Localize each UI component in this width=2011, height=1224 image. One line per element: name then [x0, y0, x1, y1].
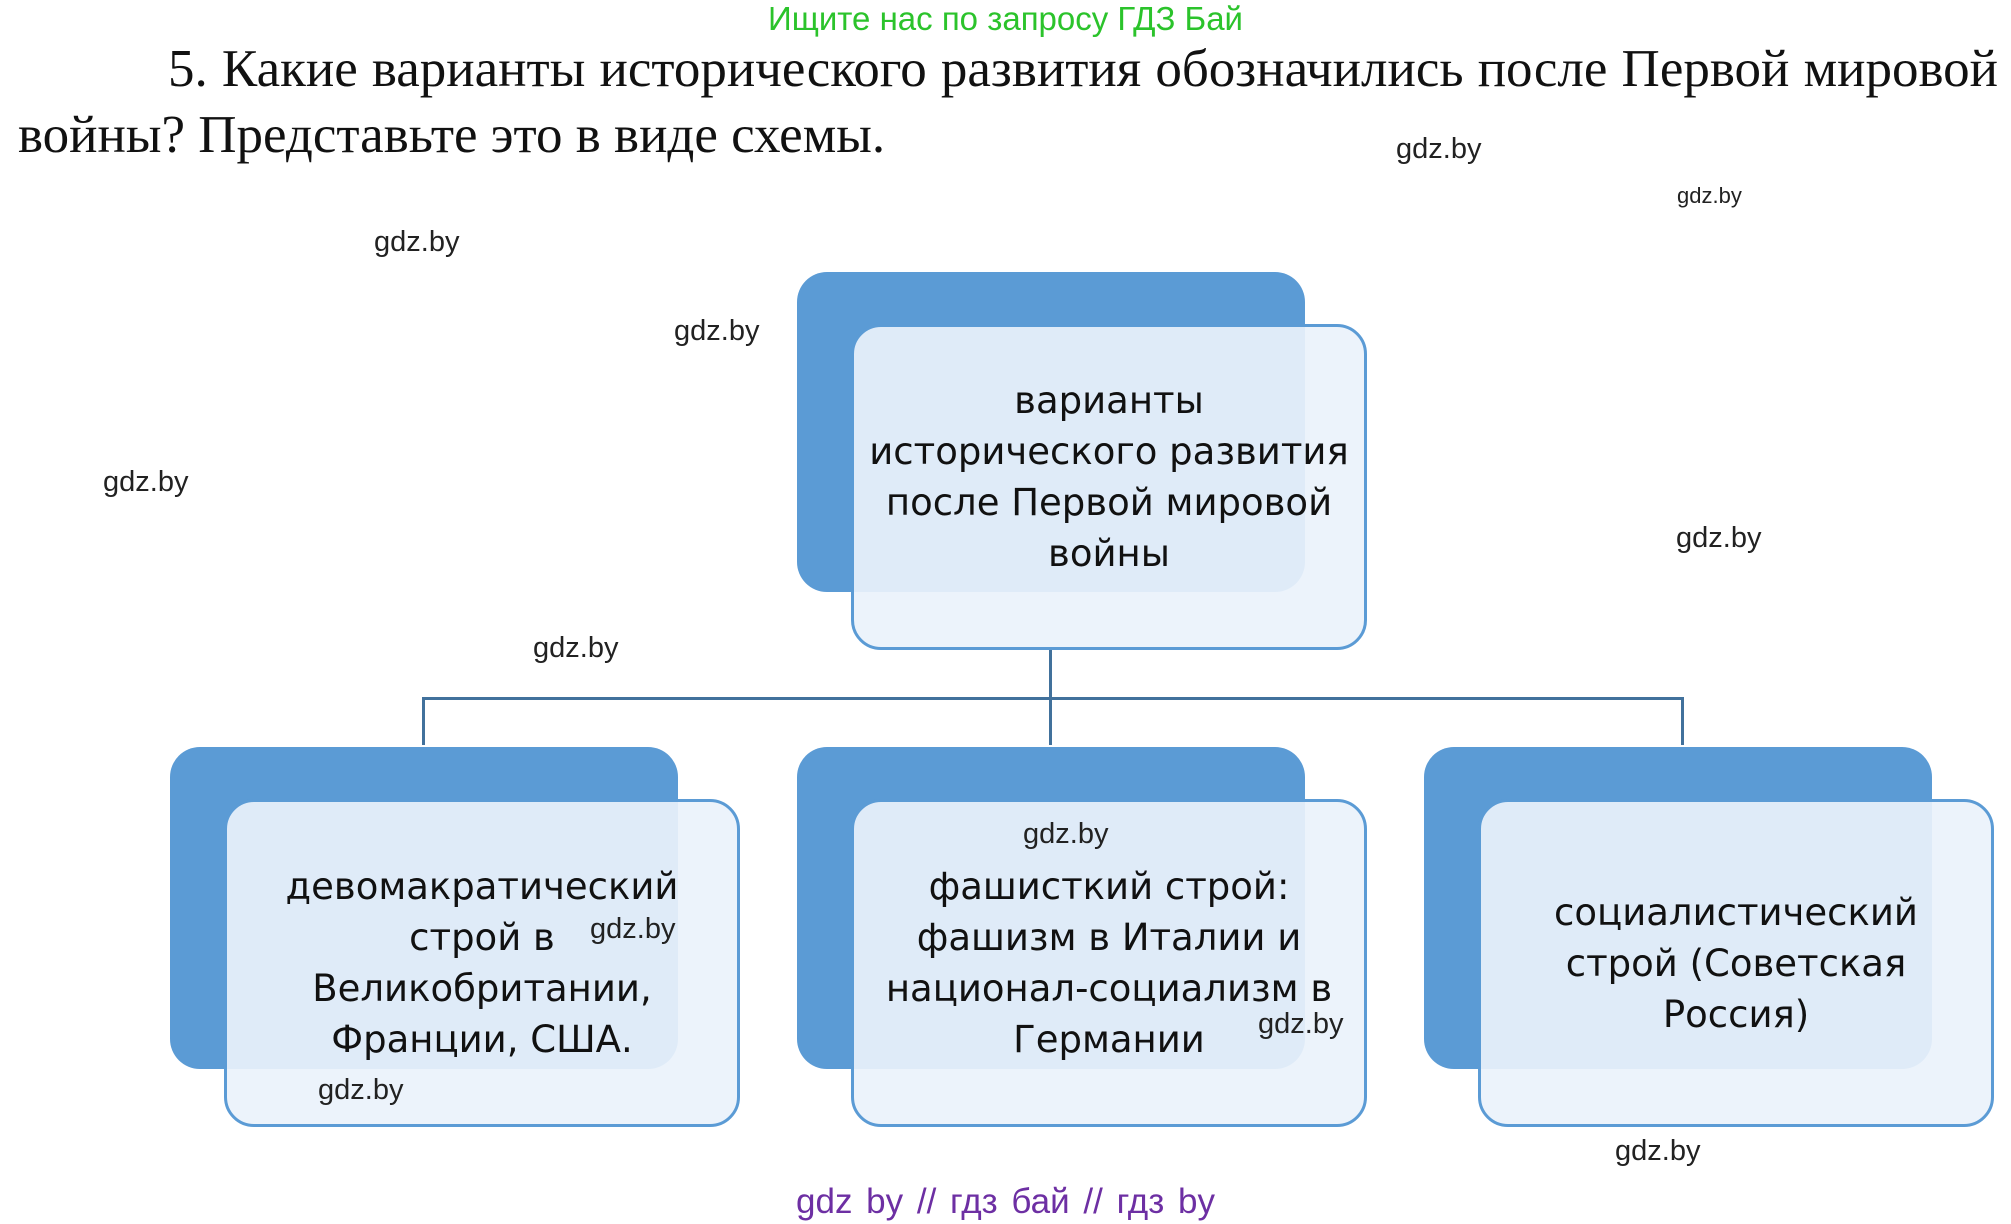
watermark: gdz.by [1023, 818, 1109, 850]
connector-left-down [422, 697, 425, 745]
watermark: gdz.by [590, 913, 676, 945]
watermark: gdz.by [674, 315, 760, 347]
watermark: gdz.by [1258, 1008, 1344, 1040]
child-box-text-2: фашисткий строй: фашизм в Италии и нацио… [885, 865, 1333, 1061]
watermark: gdz.by [1677, 183, 1742, 208]
question-text: 5. Какие варианты исторического развития… [18, 40, 1998, 164]
watermark: gdz.by [318, 1074, 404, 1106]
connector-horizontal [422, 697, 1684, 700]
footer-links: gdz by // гдз бай // гдз by [796, 1182, 1215, 1221]
connector-middle-down [1049, 697, 1052, 745]
watermark: gdz.by [1615, 1135, 1701, 1167]
watermark: gdz.by [1396, 133, 1482, 165]
root-box [851, 324, 1367, 650]
root-box-text: варианты исторического развития после Пе… [869, 379, 1349, 575]
watermark: gdz.by [103, 466, 189, 498]
child-box-3 [1478, 799, 1994, 1127]
connector-root-down [1049, 650, 1052, 700]
child-box-2 [851, 799, 1367, 1127]
watermark: gdz.by [533, 632, 619, 664]
watermark: gdz.by [374, 226, 460, 258]
search-banner: Ищите нас по запросу ГДЗ Бай [768, 0, 1243, 37]
child-box-text-1: девомакратический строй в Великобритании… [285, 865, 679, 1061]
watermark: gdz.by [1676, 522, 1762, 554]
child-box-1 [224, 799, 740, 1127]
child-box-text-3: социалистический строй (Советская Россия… [1554, 890, 1918, 1036]
connector-right-down [1681, 697, 1684, 745]
